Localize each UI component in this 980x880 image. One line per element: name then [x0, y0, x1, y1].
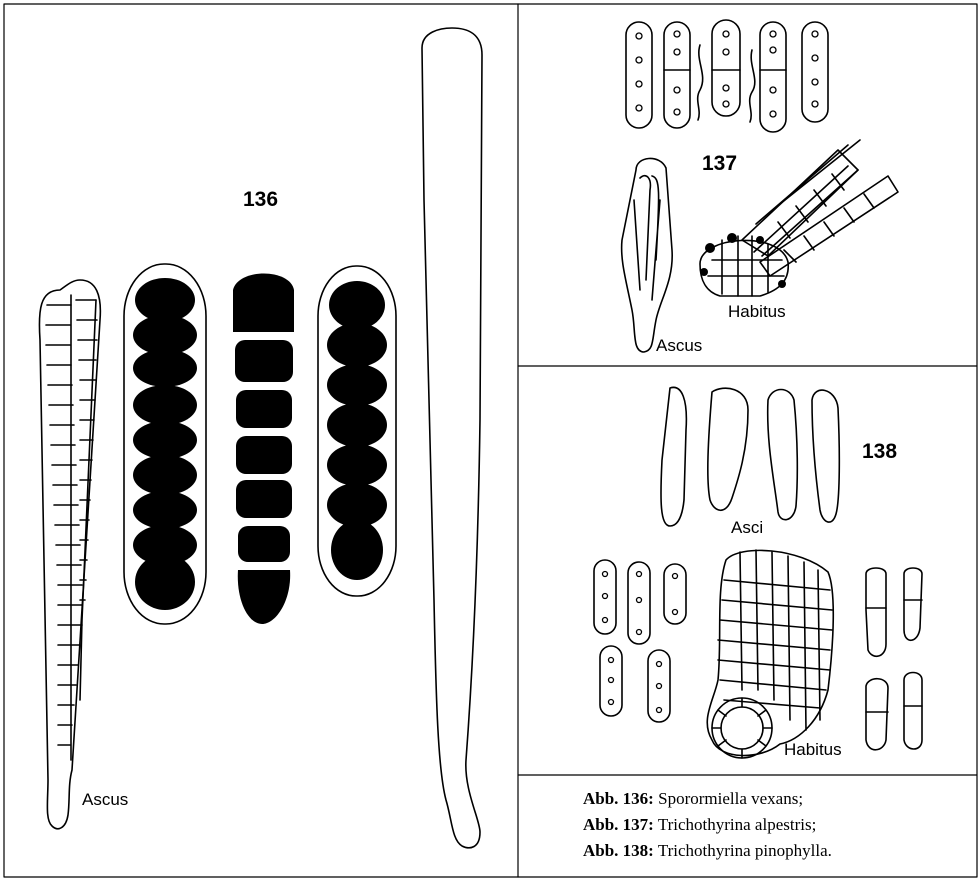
habitus-138-drawing	[707, 550, 833, 758]
spores-138-left	[594, 560, 686, 722]
label-habitus-137: Habitus	[728, 302, 786, 322]
label-asci-138: Asci	[731, 518, 763, 538]
caption-line-136: Abb. 136: Sporormiella vexans;	[583, 786, 978, 812]
label-habitus-138: Habitus	[784, 740, 842, 760]
ascus-136-drawing	[39, 280, 100, 829]
figure-number-138: 138	[862, 440, 897, 464]
ascus-137-drawing	[622, 158, 673, 352]
spore-segmented-136	[233, 274, 294, 625]
asci-138-drawing	[661, 387, 839, 526]
ascus-long-136	[422, 28, 482, 848]
spores-137	[626, 20, 828, 132]
spore-sheathed-left-136	[124, 264, 206, 624]
figure-caption: Abb. 136: Sporormiella vexans; Abb. 137:…	[583, 786, 978, 864]
figure-number-137: 137	[702, 152, 737, 176]
label-ascus-137: Ascus	[656, 336, 702, 356]
spore-sheathed-right-136	[318, 266, 396, 596]
label-ascus-136: Ascus	[82, 790, 128, 810]
caption-line-137: Abb. 137: Trichothyrina alpestris;	[583, 812, 978, 838]
spores-138-right	[866, 568, 922, 750]
caption-line-138: Abb. 138: Trichothyrina pinophylla.	[583, 838, 978, 864]
figure-number-136: 136	[243, 188, 278, 212]
